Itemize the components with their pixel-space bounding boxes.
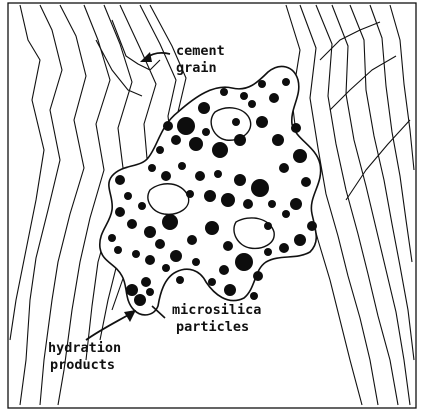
- microsilica-particle: [156, 146, 164, 154]
- microsilica-particle: [221, 193, 235, 207]
- microsilica-particle: [155, 239, 165, 249]
- microsilica-particle: [134, 294, 146, 306]
- microsilica-particle: [178, 162, 186, 170]
- microsilica-particle: [264, 248, 272, 256]
- microsilica-particle: [232, 118, 240, 126]
- microsilica-particle: [268, 200, 276, 208]
- microsilica-particle: [186, 190, 194, 198]
- microsilica-particle: [138, 202, 146, 210]
- microsilica-particle: [204, 190, 216, 202]
- microsilica-particle: [161, 171, 171, 181]
- microsilica-particle: [258, 80, 266, 88]
- hydration-label-line2: products: [50, 357, 115, 373]
- microsilica-particle: [234, 134, 246, 146]
- microsilica-particle: [141, 277, 151, 287]
- grain-outline-line: [112, 20, 160, 70]
- grain-outline-line: [96, 40, 142, 96]
- microsilica-particle: [176, 276, 184, 284]
- microsilica-particle: [256, 116, 268, 128]
- grain-outline-line: [316, 5, 398, 405]
- microsilica-particle: [282, 78, 290, 86]
- microsilica-particle: [251, 179, 269, 197]
- grain-outline-line: [332, 5, 410, 405]
- microsilica-particle: [279, 163, 289, 173]
- microsilica-particle: [170, 250, 182, 262]
- grain-outline-line: [350, 5, 414, 360]
- microsilica-particle: [198, 102, 210, 114]
- microsilica-particle: [293, 149, 307, 163]
- hydration-label-line1: hydration: [48, 340, 121, 356]
- microsilica-particle: [192, 258, 200, 266]
- grain-outline-line: [370, 5, 412, 262]
- blob-void: [148, 184, 189, 215]
- microsilica-particle: [224, 284, 236, 296]
- microsilica-particle: [223, 241, 233, 251]
- microsilica-particle: [301, 177, 311, 187]
- microsilica-label-line2: particles: [176, 319, 249, 335]
- microsilica-particle: [264, 222, 272, 230]
- microsilica-particle: [269, 93, 279, 103]
- microsilica-particle: [307, 221, 317, 231]
- microsilica-particle: [162, 264, 170, 272]
- microsilica-particle: [243, 199, 253, 209]
- microsilica-particle: [291, 123, 301, 133]
- hydration-leader: [86, 314, 130, 340]
- microsilica-particle: [132, 250, 140, 258]
- cement-grain-label-line2: grain: [176, 60, 217, 76]
- cement-grain-label-line1: cement: [176, 43, 225, 59]
- grain-outline-line: [320, 22, 380, 60]
- microsilica-particle: [240, 92, 248, 100]
- microsilica-particle: [171, 135, 181, 145]
- microsilica-particle: [115, 207, 125, 217]
- cement-grain-arrowhead: [140, 52, 152, 62]
- microsilica-particle: [124, 192, 132, 200]
- microsilica-particle: [253, 271, 263, 281]
- microsilica-particle: [248, 100, 256, 108]
- microsilica-particle: [219, 265, 229, 275]
- grain-outline-line: [10, 5, 44, 340]
- microsilica-particle: [234, 174, 246, 186]
- microsilica-label-line1: microsilica: [172, 302, 261, 318]
- microsilica-particle: [163, 121, 173, 131]
- microsilica-particle: [177, 117, 195, 135]
- microsilica-particle: [220, 88, 228, 96]
- microsilica-particle: [250, 292, 258, 300]
- microsilica-particle: [195, 171, 205, 181]
- microsilica-particle: [272, 134, 284, 146]
- microsilica-particle: [279, 243, 289, 253]
- microsilica-particle: [208, 278, 216, 286]
- microsilica-particle: [145, 255, 155, 265]
- microsilica-particle: [127, 219, 137, 229]
- microsilica-particle: [108, 234, 116, 242]
- microsilica-particle: [282, 210, 290, 218]
- microsilica-particle: [212, 142, 228, 158]
- microsilica-particle: [146, 288, 154, 296]
- microsilica-particle: [205, 221, 219, 235]
- microsilica-particle: [115, 175, 125, 185]
- microsilica-particle: [144, 226, 156, 238]
- microsilica-particle: [294, 234, 306, 246]
- microsilica-particle: [187, 235, 197, 245]
- blob-void: [211, 108, 251, 140]
- microsilica-particle: [202, 128, 210, 136]
- microsilica-particle: [114, 246, 122, 254]
- microsilica-particle: [126, 284, 138, 296]
- microsilica-particle: [290, 198, 302, 210]
- microsilica-particle: [214, 170, 222, 178]
- microsilica-particle: [235, 253, 253, 271]
- microsilica-particle: [148, 164, 156, 172]
- microsilica-particle: [162, 214, 178, 230]
- microsilica-particle: [189, 137, 203, 151]
- grain-outline-line: [390, 5, 414, 170]
- grain-outline-line: [346, 120, 410, 200]
